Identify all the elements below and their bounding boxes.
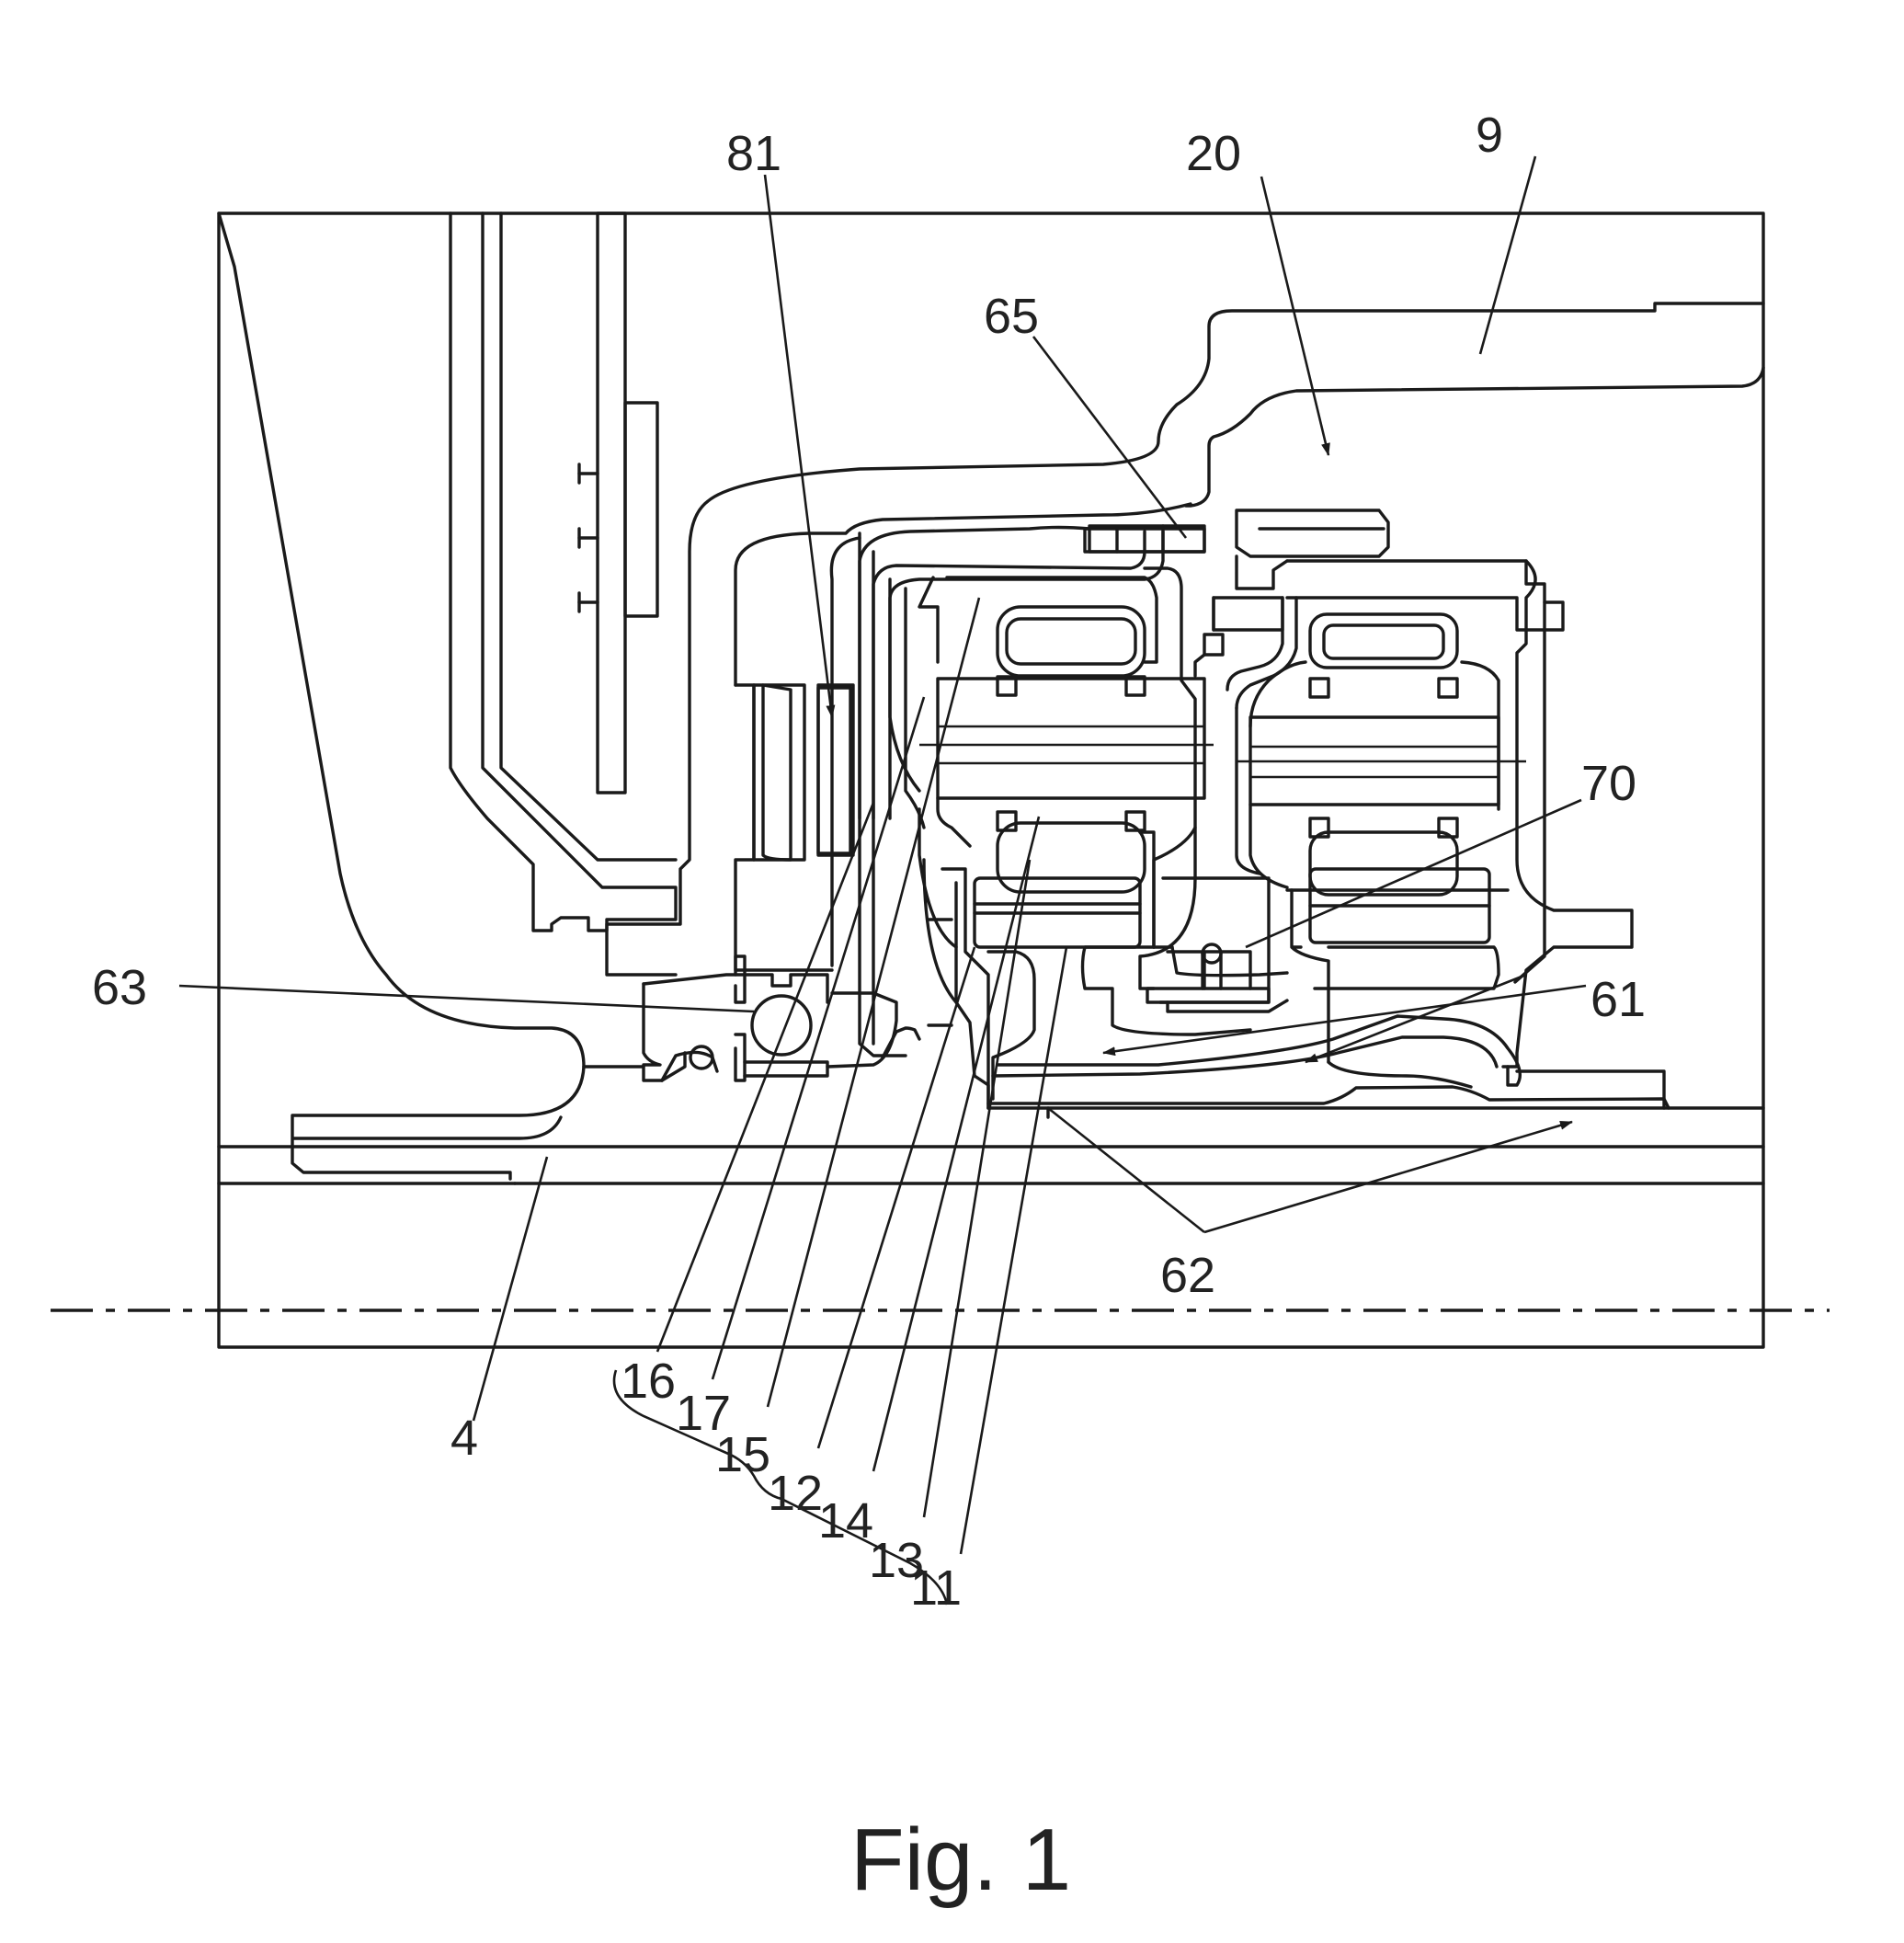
label-62: 62: [1160, 1248, 1215, 1303]
part-63-assembly: [582, 954, 921, 1082]
part-4-shaft-end: [291, 1065, 586, 1181]
left-housing-wall: [217, 211, 678, 1069]
label-61: 61: [1590, 972, 1646, 1027]
label-15: 15: [715, 1427, 770, 1482]
label-81: 81: [726, 126, 781, 181]
central-hub: [1080, 566, 1289, 1036]
label-11: 11: [910, 1560, 962, 1616]
inner-carrier-left: [734, 502, 1192, 972]
part-70-block: [1146, 876, 1500, 1064]
figure-caption: Fig. 1: [850, 1811, 1071, 1909]
label-65: 65: [984, 289, 1039, 344]
label-4: 4: [450, 1411, 478, 1466]
label-20: 20: [1186, 126, 1241, 181]
label-16: 16: [621, 1354, 676, 1409]
part-65-ring: [1088, 524, 1206, 554]
label-13: 13: [869, 1533, 924, 1588]
label-63: 63: [92, 960, 147, 1015]
outer-frame: [217, 211, 1765, 1349]
part-81-plate: [761, 683, 855, 862]
inner-rods: [858, 531, 926, 1057]
lower-bearing-region: [973, 1014, 1670, 1119]
label-brace: [612, 1369, 949, 1606]
rod-bracket: [577, 211, 659, 794]
housing-9: [605, 302, 1765, 977]
label-70: 70: [1581, 756, 1636, 811]
leader-lines: [178, 155, 1587, 1555]
label-17: 17: [676, 1386, 731, 1441]
label-14: 14: [818, 1493, 873, 1549]
right-carrier-wall: [1235, 559, 1634, 1069]
label-12: 12: [768, 1466, 823, 1521]
clutch-shells: [858, 525, 1206, 820]
label-9: 9: [1476, 108, 1503, 163]
